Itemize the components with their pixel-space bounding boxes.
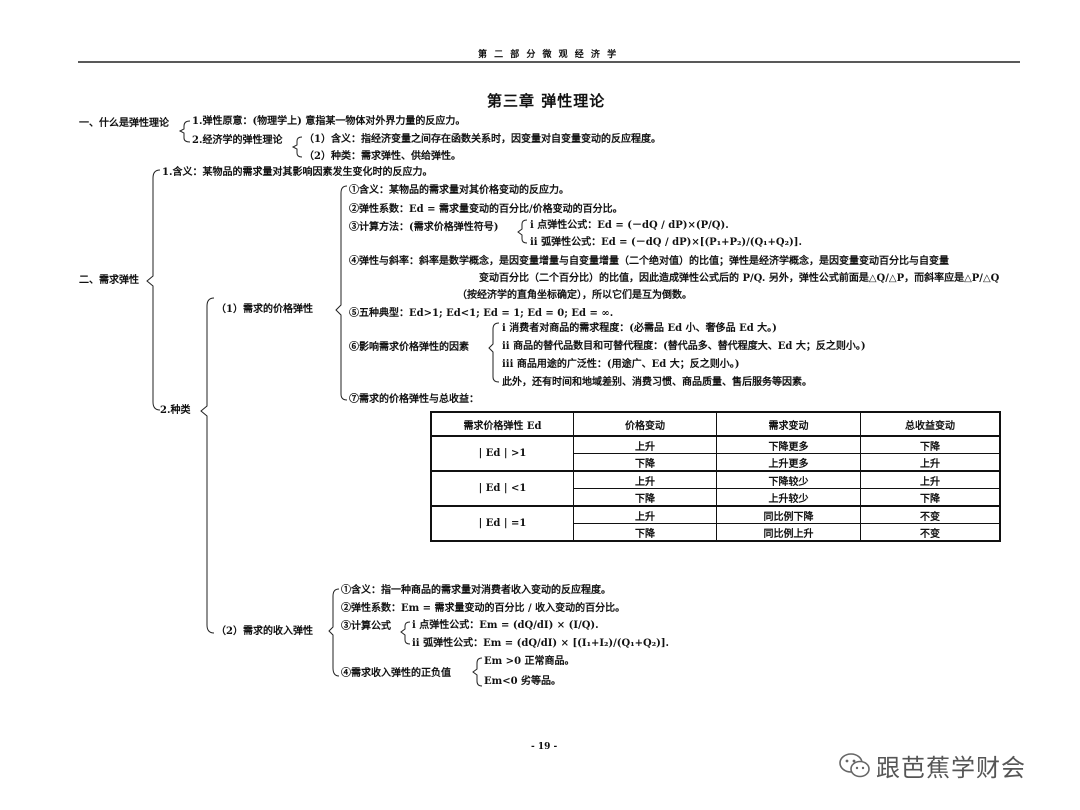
section1-item1: 1.弹性原意：(物理学上) 意指某一物体对外界力量的反应力。	[192, 116, 466, 127]
table-header: 价格变动	[573, 411, 717, 437]
price-meaning: ①含义：某物品的需求量对其价格变动的反应力。	[349, 185, 569, 196]
price-point-formula: i 点弹性公式：Ed = (－dQ / dP)×(P/Q).	[530, 220, 729, 231]
table-cell-ed: | Ed | =1	[430, 505, 574, 542]
factor-substitutes: ii 商品的替代品数目和可替代程度：(替代品多、替代程度大、Ed 大；反之则小。…	[502, 341, 866, 352]
elasticity-revenue-table: 需求价格弹性 Ed 价格变动 需求变动 总收益变动 | Ed | >1 上升 下…	[430, 411, 1001, 542]
table-cell: 同比例下降	[716, 505, 861, 524]
factors-label: ⑥影响需求价格弹性的因素	[349, 342, 469, 353]
table-cell: 同比例上升	[716, 523, 861, 542]
table-cell: 不变	[860, 505, 1001, 524]
factor-usage: iii 商品用途的广泛性：(用途广、Ed 大；反之则小。)	[502, 359, 740, 370]
table-cell: 上升	[573, 505, 717, 524]
table-cell: 上升较少	[716, 488, 861, 507]
elasticity-slope-line1: ④弹性与斜率：斜率是数学概念，是因变量增量与自变量增量（二个绝对值）的比值；弹性…	[349, 256, 949, 267]
table-cell: 上升更多	[716, 453, 861, 472]
section1-label: 一、什么是弹性理论	[79, 118, 169, 129]
price-arc-formula: ii 弧弹性公式：Ed = (－dQ / dP)×[(P₁+P₂)/(Q₁+Q₂…	[530, 237, 802, 248]
section1-sub2: （2）种类：需求弹性、供给弹性。	[304, 151, 461, 162]
section2-meaning: 1.含义：某物品的需求量对其影响因素发生变化时的反应力。	[162, 167, 433, 178]
section1-item2: 2.经济学的弹性理论	[192, 135, 283, 146]
price-calc-method: ③计算方法：(需求价格弹性符号)	[349, 222, 499, 233]
table-cell: 下降	[860, 488, 1001, 507]
income-elasticity-label: （2）需求的收入弹性	[216, 626, 313, 637]
income-point-formula: i 点弹性公式：Em = (dQ/dI) × (I/Q).	[412, 620, 599, 631]
section2-kinds: 2.种类	[160, 405, 191, 416]
watermark-text: 跟芭蕉学财会	[876, 754, 1026, 782]
price-elasticity-label: （1）需求的价格弹性	[216, 304, 313, 315]
table-header: 需求变动	[716, 411, 861, 437]
table-header: 总收益变动	[860, 411, 1001, 437]
factor-necessity: i 消费者对商品的需求程度：(必需品 Ed 小、奢侈品 Ed 大。)	[502, 323, 777, 334]
elasticity-slope-line3: （按经济学的直角坐标确定），所以它们是互为倒数。	[457, 290, 692, 301]
table-cell: 下降	[573, 488, 717, 507]
table-cell: 下降较少	[716, 470, 861, 489]
elasticity-slope-line2: 变动百分比（二个百分比）的比值，因此造成弹性公式后的 P/Q. 另外，弹性公式前…	[479, 273, 1000, 284]
table-cell: 上升	[573, 470, 717, 489]
table-cell: 下降	[860, 435, 1001, 454]
table-cell: 下降更多	[716, 435, 861, 454]
page-number: - 19 -	[531, 742, 558, 752]
table-cell-ed: | Ed | >1	[430, 435, 574, 472]
table-row: 下降 上升更多 上升	[431, 453, 1001, 472]
section2-label: 二、需求弹性	[79, 275, 139, 286]
inferior-goods: Em<0 劣等品。	[484, 676, 562, 687]
factor-others: 此外，还有时间和地域差别、消费习惯、商品质量、售后服务等因素。	[502, 377, 812, 388]
table-cell: 下降	[573, 523, 717, 542]
table-cell: 上升	[860, 453, 1001, 472]
table-cell: 下降	[573, 453, 717, 472]
income-meaning: ①含义：指一种商品的需求量对消费者收入变动的反应程度。	[341, 585, 611, 596]
table-header: 需求价格弹性 Ed	[430, 411, 574, 437]
table-row: | Ed | <1 上升 下降较少 上升	[430, 470, 1001, 507]
income-coefficient: ②弹性系数：Em = 需求量变动的百分比 / 收入变动的百分比。	[341, 603, 626, 614]
table-row: | Ed | =1 上升 同比例下降 不变	[430, 505, 1001, 542]
watermark: 跟芭蕉学财会	[838, 748, 1026, 786]
running-header: 第 二 部 分 微 观 经 济 学	[478, 50, 619, 60]
table-cell: 上升	[860, 470, 1001, 489]
table-cell-ed: | Ed | <1	[430, 470, 574, 507]
chapter-title: 第三章 弹性理论	[487, 92, 606, 110]
normal-goods: Em >0 正常商品。	[484, 656, 575, 667]
income-calc: ③计算公式	[341, 621, 391, 632]
income-arc-formula: ii 弧弹性公式：Em = (dQ/dI) × [(I₁+I₂)/(Q₁+Q₂)…	[412, 638, 670, 649]
five-types: ⑤五种典型：Ed>1; Ed<1; Ed = 1; Ed = 0; Ed = ∞…	[349, 308, 614, 319]
section1-sub1: （1）含义：指经济变量之间存在函数关系时，因变量对自变量变动的反应程度。	[304, 134, 661, 145]
income-sign-label: ④需求收入弹性的正负值	[341, 668, 451, 679]
table-cell: 上升	[573, 435, 717, 454]
table-row: | Ed | >1 上升 下降更多 下降	[430, 435, 1001, 472]
table-cell: 不变	[860, 523, 1001, 542]
price-coefficient: ②弹性系数：Ed = 需求量变动的百分比/价格变动的百分比。	[349, 204, 623, 215]
wechat-icon	[838, 752, 872, 786]
elasticity-revenue: ⑦需求的价格弹性与总收益：	[349, 394, 479, 405]
table-row: 下降 同比例上升 不变	[431, 523, 1001, 542]
